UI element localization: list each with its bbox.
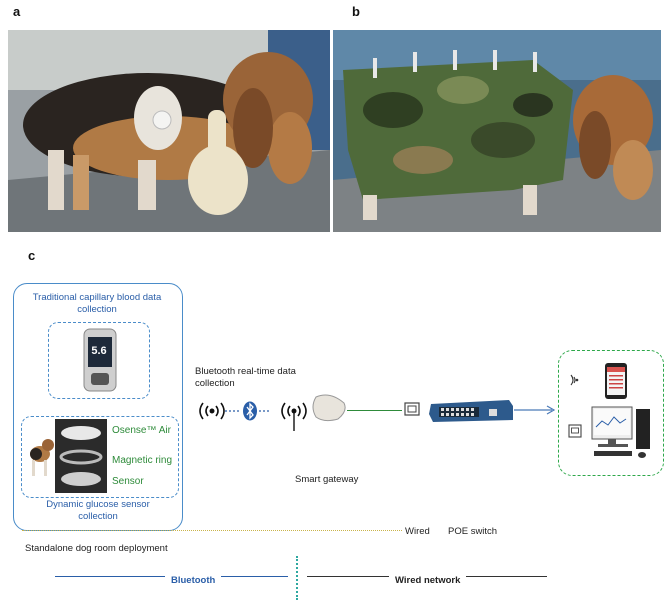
desktop-computer [591,406,650,458]
dynamic-sensor-label: Dynamic glucose sensor collection [46,499,150,522]
uplink-arrow [514,405,556,415]
standalone-deployment-label: Standalone dog room deployment [25,543,168,554]
wired-dotted-line [22,530,402,531]
capillary-label: Traditional capillary blood data collect… [32,292,162,315]
photo-beagle-sensor [8,30,330,232]
poe-switch-device [429,400,513,422]
bluetooth-collection-label: Bluetooth real-time data collection [195,366,296,389]
panel-label-b: b [352,4,360,19]
dynamic-sensor-box [21,416,179,498]
monitoring-terminal-box [558,350,664,476]
wired-network-legend-label: Wired network [389,570,467,588]
smart-gateway-device [312,394,346,422]
capillary-device-box [48,322,150,399]
wired-label: Wired [405,526,430,537]
smart-gateway-label: Smart gateway [295,474,359,485]
wired-connection-line [347,410,402,412]
wireless-link-diagram [199,402,307,431]
osense-air-label: Osense™ Air [112,425,171,436]
ethernet-port-icon-2 [568,424,582,438]
sensor-label: Sensor [112,476,144,487]
wifi-icon [570,374,579,386]
panel-label-a: a [13,4,21,19]
glucometer-image [83,328,117,392]
ethernet-port-icon [404,402,420,416]
glucometer-reading: 5.6 [91,345,107,357]
sensor-parts-image [55,419,107,493]
smartphone-device [605,363,627,399]
poe-switch-label: POE switch [448,526,498,537]
beagle-icon [30,439,54,476]
magnetic-ring-label: Magnetic ring [112,455,173,466]
bluetooth-legend-label: Bluetooth [165,570,222,588]
legend-divider [296,556,298,600]
photo-beagle-jacket [333,30,661,232]
panel-label-c: c [28,248,36,263]
bluetooth-icon [243,401,257,421]
